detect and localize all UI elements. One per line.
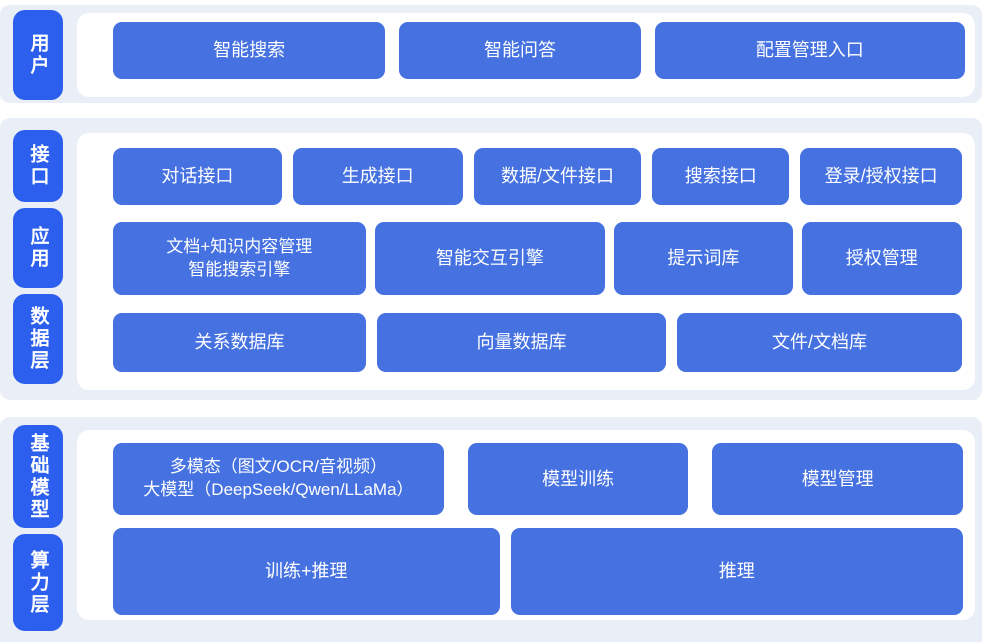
node-authorization-management: 授权管理 — [801, 222, 962, 295]
node-inference: 推理 — [510, 528, 963, 615]
user-layer-tab-column: 用户 — [13, 5, 63, 103]
node-intelligent-search: 智能搜索 — [113, 22, 386, 79]
node-intelligent-qa: 智能问答 — [399, 22, 641, 79]
node-config-management-entry: 配置管理入口 — [654, 22, 965, 79]
section-user-layer: 用户 智能搜索 智能问答 配置管理入口 — [0, 5, 982, 103]
interface-row: 对话接口 生成接口 数据/文件接口 搜索接口 登录/授权接口 — [113, 148, 963, 205]
node-dialog-api: 对话接口 — [113, 148, 282, 205]
node-vector-database: 向量数据库 — [377, 313, 667, 372]
user-layer-panel: 智能搜索 智能问答 配置管理入口 — [77, 13, 975, 97]
node-relational-database: 关系数据库 — [113, 313, 367, 372]
node-training-plus-inference: 训练+推理 — [113, 528, 500, 615]
node-data-file-api: 数据/文件接口 — [473, 148, 642, 205]
compute-row: 训练+推理 推理 — [113, 528, 963, 615]
tab-interface-layer: 接口 — [13, 130, 63, 202]
node-file-document-store: 文件/文档库 — [677, 313, 962, 372]
tab-compute-layer: 算力层 — [13, 534, 63, 631]
section-interface-application-data-layer: 接口 应用 数据层 对话接口 生成接口 数据/文件接口 搜索接口 登录/授权接口… — [0, 118, 982, 400]
node-multimodal-llm: 多模态（图文/OCR/音视频） 大模型（DeepSeek/Qwen/LLaMa） — [113, 443, 444, 515]
section-foundation-model-compute-layer: 基础模型 算力层 多模态（图文/OCR/音视频） 大模型（DeepSeek/Qw… — [0, 417, 982, 642]
node-login-auth-api: 登录/授权接口 — [800, 148, 963, 205]
node-prompt-library: 提示词库 — [614, 222, 793, 295]
tab-data-layer: 数据层 — [13, 294, 63, 384]
node-intelligent-interaction-engine: 智能交互引擎 — [374, 222, 606, 295]
tab-application-layer: 应用 — [13, 208, 63, 288]
tab-foundation-model-layer: 基础模型 — [13, 425, 63, 528]
node-search-api: 搜索接口 — [652, 148, 790, 205]
bottom-layer-panel: 多模态（图文/OCR/音视频） 大模型（DeepSeek/Qwen/LLaMa）… — [77, 430, 975, 620]
middle-layer-tab-column: 接口 应用 数据层 — [13, 118, 63, 400]
node-model-training: 模型训练 — [467, 443, 689, 515]
node-model-management: 模型管理 — [712, 443, 963, 515]
user-layer-row: 智能搜索 智能问答 配置管理入口 — [113, 22, 965, 79]
data-row: 关系数据库 向量数据库 文件/文档库 — [113, 313, 962, 372]
foundation-model-row: 多模态（图文/OCR/音视频） 大模型（DeepSeek/Qwen/LLaMa）… — [113, 443, 963, 515]
node-doc-knowledge-search-engine: 文档+知识内容管理 智能搜索引擎 — [113, 222, 366, 295]
tab-user-layer: 用户 — [13, 10, 63, 100]
middle-layer-panel: 对话接口 生成接口 数据/文件接口 搜索接口 登录/授权接口 文档+知识内容管理… — [77, 133, 975, 390]
application-row: 文档+知识内容管理 智能搜索引擎 智能交互引擎 提示词库 授权管理 — [113, 222, 962, 295]
node-generation-api: 生成接口 — [292, 148, 463, 205]
bottom-layer-tab-column: 基础模型 算力层 — [13, 417, 63, 642]
